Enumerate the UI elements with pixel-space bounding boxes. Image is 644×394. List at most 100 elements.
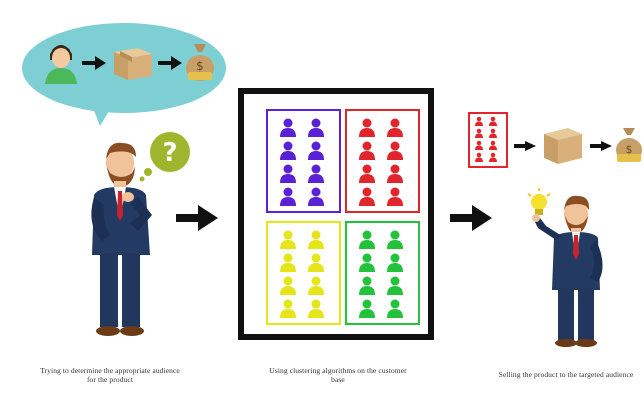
- person-icon: [359, 253, 375, 272]
- cluster-person: [357, 252, 377, 272]
- person-icon: [280, 187, 296, 206]
- person-icon: [308, 276, 324, 295]
- cluster-person: [385, 163, 405, 183]
- arrow-icon: [176, 205, 218, 231]
- question-mark: ?: [162, 138, 177, 168]
- cluster-person: [385, 275, 405, 295]
- person-icon: [489, 116, 497, 126]
- selected-cluster-person: [474, 152, 484, 162]
- person-icon: [280, 299, 296, 318]
- svg-text:$: $: [196, 59, 204, 73]
- person-icon: [387, 299, 403, 318]
- person-icon: [475, 152, 483, 162]
- cluster-person: [357, 229, 377, 249]
- cluster-person: [278, 252, 298, 272]
- selected-cluster-person: [488, 152, 498, 162]
- cluster-person: [306, 117, 326, 137]
- customer-person-icon: [45, 45, 77, 84]
- person-icon: [308, 118, 324, 137]
- arrow-icon: [590, 141, 612, 151]
- cluster-person: [357, 163, 377, 183]
- person-icon: [308, 299, 324, 318]
- cluster-person: [385, 140, 405, 160]
- selected-cluster-person: [488, 140, 498, 150]
- lightbulb-icon: [527, 188, 551, 215]
- cluster-person: [357, 275, 377, 295]
- cluster-yellow: [266, 221, 341, 325]
- person-icon: [308, 187, 324, 206]
- cluster-person: [306, 229, 326, 249]
- person-icon: [359, 118, 375, 137]
- selected-cluster-person: [488, 128, 498, 138]
- money-bag-icon: $: [186, 44, 214, 81]
- thinking-businessman: [91, 142, 152, 336]
- cluster-person: [278, 229, 298, 249]
- person-icon: [308, 164, 324, 183]
- cluster-person: [357, 298, 377, 318]
- selected-cluster-person: [474, 116, 484, 126]
- person-icon: [308, 230, 324, 249]
- person-icon: [387, 164, 403, 183]
- person-icon: [387, 276, 403, 295]
- cluster-person: [385, 186, 405, 206]
- person-icon: [359, 164, 375, 183]
- person-icon: [280, 230, 296, 249]
- person-icon: [387, 187, 403, 206]
- person-icon: [359, 187, 375, 206]
- person-icon: [280, 253, 296, 272]
- person-icon: [475, 116, 483, 126]
- person-icon: [280, 141, 296, 160]
- cluster-person: [306, 252, 326, 272]
- cluster-person: [278, 140, 298, 160]
- cluster-person: [385, 117, 405, 137]
- cluster-person: [357, 186, 377, 206]
- presenting-businessman: [532, 195, 603, 347]
- cluster-purple: [266, 109, 341, 213]
- person-icon: [280, 276, 296, 295]
- cluster-person: [306, 163, 326, 183]
- selected-cluster-person: [474, 140, 484, 150]
- person-icon: [280, 164, 296, 183]
- cluster-red: [345, 109, 420, 213]
- arrow-icon: [450, 205, 492, 231]
- person-icon: [359, 299, 375, 318]
- question-icon: ?: [139, 132, 190, 182]
- cluster-person: [278, 298, 298, 318]
- cluster-person: [278, 186, 298, 206]
- cluster-person: [306, 140, 326, 160]
- cluster-person: [278, 163, 298, 183]
- person-icon: [308, 253, 324, 272]
- box-icon: [114, 48, 152, 80]
- person-icon: [489, 128, 497, 138]
- box-icon: [544, 128, 582, 164]
- selected-cluster-person: [474, 128, 484, 138]
- person-icon: [387, 230, 403, 249]
- arrow-icon: [514, 141, 536, 151]
- cluster-green: [345, 221, 420, 325]
- cluster-person: [306, 186, 326, 206]
- selected-cluster-person: [488, 116, 498, 126]
- arrow-icon: [158, 56, 182, 70]
- person-icon: [475, 140, 483, 150]
- money-bag-icon: $: [616, 128, 642, 162]
- cluster-person: [278, 275, 298, 295]
- person-icon: [280, 118, 296, 137]
- customer-base-frame: [238, 88, 434, 340]
- person-icon: [489, 140, 497, 150]
- arrow-icon: [82, 56, 106, 70]
- caption-middle: Using clustering algorithms on the custo…: [269, 366, 407, 384]
- cluster-person: [385, 229, 405, 249]
- selected-cluster: [468, 112, 508, 168]
- cluster-person: [357, 140, 377, 160]
- svg-text:$: $: [626, 143, 633, 156]
- person-icon: [359, 141, 375, 160]
- person-icon: [387, 118, 403, 137]
- caption-right: Selling the product to the targeted audi…: [498, 370, 634, 379]
- cluster-person: [306, 275, 326, 295]
- caption-left: Trying to determine the appropriate audi…: [40, 366, 180, 384]
- person-icon: [359, 230, 375, 249]
- person-icon: [359, 276, 375, 295]
- person-icon: [308, 141, 324, 160]
- cluster-person: [306, 298, 326, 318]
- cluster-person: [278, 117, 298, 137]
